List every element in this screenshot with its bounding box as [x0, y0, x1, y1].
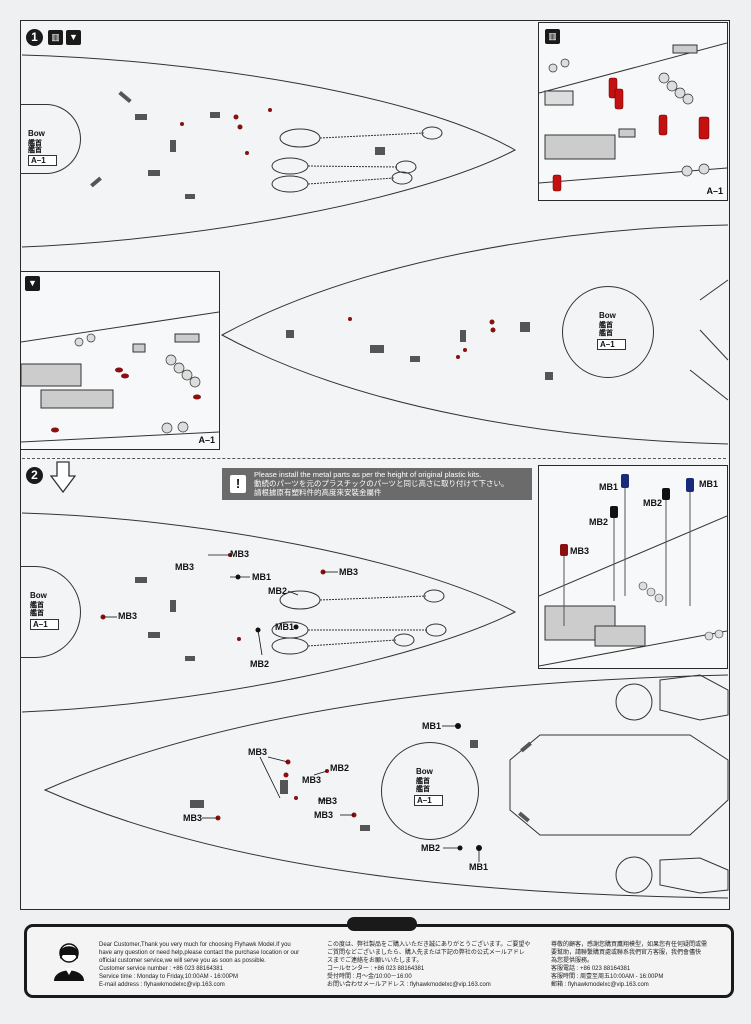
- install-notice: ! Please install the metal parts as per …: [222, 468, 532, 500]
- label-mb3: MB3: [302, 775, 322, 785]
- label-mb3: MB3: [230, 549, 250, 559]
- label-mb1: MB1: [275, 622, 295, 632]
- step-divider: [22, 458, 726, 459]
- warning-icon: !: [230, 475, 246, 493]
- glue-tool-icon: ▼: [25, 276, 40, 291]
- label-mb3: MB3: [183, 813, 203, 823]
- detail-inset-top-right: ▥ A–1: [538, 22, 728, 201]
- customer-service-footer: Dear Customer,Thank you very much for ch…: [24, 917, 734, 998]
- label-mb2: MB2: [268, 586, 288, 596]
- footer-english: Dear Customer,Thank you very much for ch…: [99, 942, 300, 988]
- label-mb1: MB1: [422, 721, 442, 731]
- cutter-tool-icon: ▥: [48, 30, 63, 45]
- footer-tab: [347, 917, 417, 931]
- glue-tool-icon: ▼: [66, 30, 81, 45]
- footer-chinese: 尊敬的顧客，感謝您購買鷹翔模型，如果您有任何疑問或需要幫助，請聯繫購買處或聯系我…: [551, 942, 708, 988]
- label-mb3: MB3: [118, 611, 138, 621]
- label-mb3: MB3: [248, 747, 268, 757]
- label-mb3: MB3: [339, 567, 359, 577]
- label-mb1: MB1: [252, 572, 272, 582]
- label-mb2: MB2: [330, 763, 350, 773]
- step-1-number: 1: [26, 29, 43, 46]
- customer-service-avatar-icon: [54, 943, 84, 981]
- label-mb3: MB3: [318, 796, 338, 806]
- detail-inset-step2: MB1 MB1 MB2 MB2 MB3: [538, 465, 728, 669]
- detail-inset-mid-left: ▼ A–1: [20, 271, 220, 450]
- label-mb2: MB2: [421, 843, 441, 853]
- bow-marker-4: Bow 艦首 艦首 A–1: [381, 742, 479, 840]
- cutter-tool-icon: ▥: [545, 29, 560, 44]
- step-2-number: 2: [26, 467, 43, 484]
- label-mb3: MB3: [175, 562, 195, 572]
- label-mb3: MB3: [314, 810, 334, 820]
- bow-marker-2: Bow 艦首 艦首 A–1: [562, 286, 654, 378]
- footer-japanese: この度は、弊社製品をご購入いただき誠にありがとうございます。ご要望やご質問などご…: [327, 942, 531, 988]
- bow-marker-1: Bow 艦首 艦首 A–1: [20, 104, 81, 174]
- label-mb1: MB1: [469, 862, 489, 872]
- label-mb2: MB2: [250, 659, 270, 669]
- arrow-down-icon: [50, 461, 76, 494]
